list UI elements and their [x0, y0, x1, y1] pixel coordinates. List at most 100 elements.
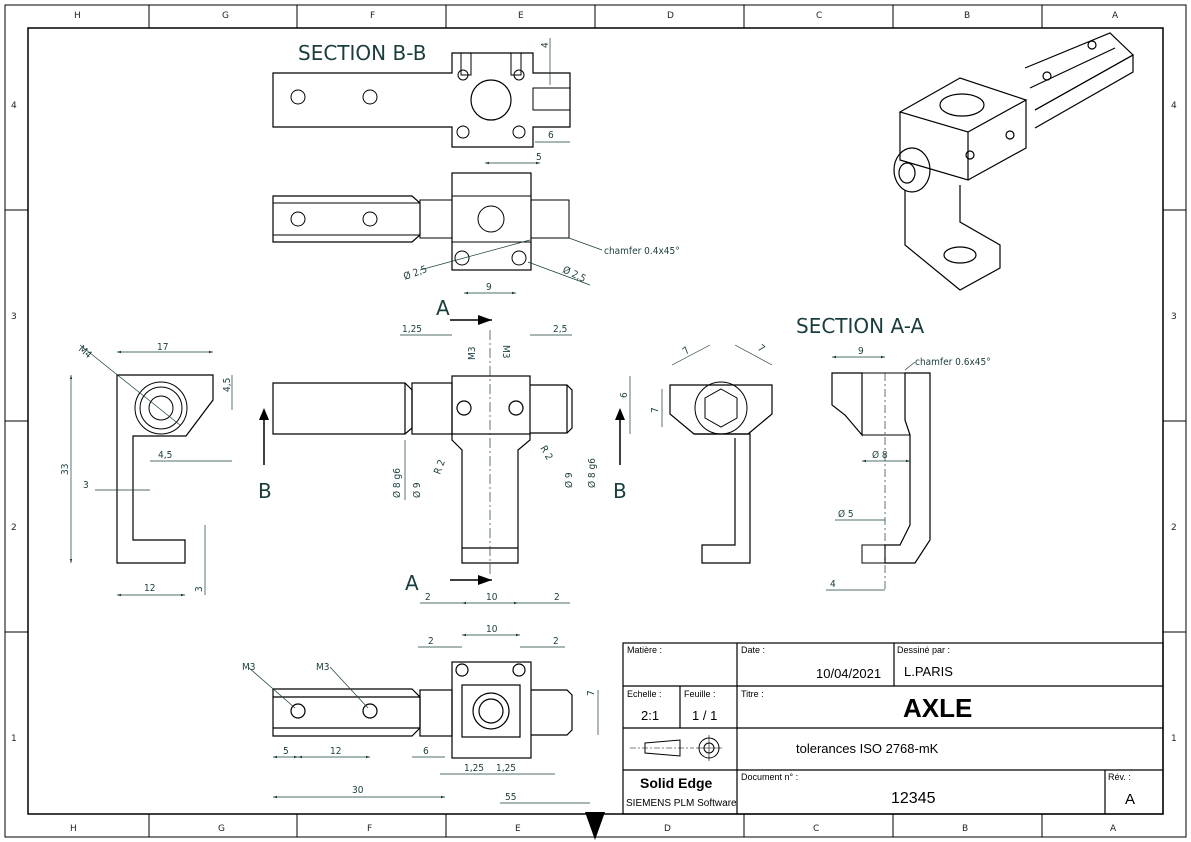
zone-col-f-top: F [370, 11, 375, 21]
zone-row-1-right: 1 [1171, 734, 1177, 744]
centering-mark-icon [585, 812, 605, 840]
dim-9-section-aa: 9 [858, 346, 864, 357]
dim-125-bottom-a: 1,25 [464, 763, 484, 774]
zone-row-3-right: 3 [1171, 312, 1177, 322]
dim-phi9-left: Ø 9 [411, 482, 423, 498]
dim-3-vertical: 3 [194, 586, 205, 592]
value-tolerances: tolerances ISO 2768-mK [796, 741, 939, 756]
label-rev: Rév. : [1108, 772, 1131, 782]
section-bb-title: SECTION B-B [298, 41, 426, 65]
dim-4-top: 4 [540, 42, 551, 48]
zone-col-e-bottom: E [515, 824, 521, 834]
zone-col-c-bottom: C [813, 824, 819, 834]
zone-col-b-top: B [964, 11, 970, 21]
label-document: Document n° : [741, 772, 798, 782]
dim-2-front-right: 2 [554, 592, 560, 603]
label-feuille: Feuille : [684, 689, 716, 699]
dim-45-horizontal: 4,5 [158, 450, 172, 461]
dim-25-front: 2,5 [553, 324, 567, 335]
zone-row-2-right: 2 [1171, 523, 1177, 533]
note-chamfer-large: chamfer 0.6x45° [915, 357, 991, 368]
value-date: 10/04/2021 [816, 666, 881, 681]
zone-col-g-bottom: G [218, 824, 225, 834]
label-date: Date : [741, 645, 765, 655]
top-view: 5 chamfer 0.4x45° Ø 2,5 Ø 2,5 [272, 152, 680, 286]
front-view: A A B B 9 1,25 2,5 6 [258, 282, 631, 605]
dim-5-top: 5 [536, 152, 542, 163]
dim-45-vertical: 4,5 [222, 378, 233, 392]
dim-30-bottom: 30 [352, 785, 364, 796]
value-dessine: L.PARIS [904, 664, 953, 679]
zone-col-g-top: G [222, 11, 229, 21]
dim-6-bb: 6 [548, 130, 554, 141]
note-phi25-left: Ø 2,5 [402, 263, 429, 283]
dim-6-bottom: 6 [423, 746, 429, 757]
note-r2-left: R 2 [432, 458, 447, 476]
value-feuille: 1 / 1 [692, 708, 717, 723]
dim-33: 33 [60, 464, 71, 475]
value-titre: AXLE [903, 693, 972, 723]
right-side-view: 7 7 7 [650, 343, 773, 564]
section-bb-view: SECTION B-B 4 6 [272, 38, 571, 148]
zone-col-a-top: A [1112, 11, 1119, 21]
value-rev: A [1125, 791, 1135, 808]
note-m3-front-b: M3 [500, 345, 511, 359]
dim-2-bottom-right: 2 [553, 636, 559, 647]
dim-phi8-section-aa: Ø 8 [872, 449, 888, 461]
zone-col-b-bottom: B [962, 824, 968, 834]
dim-phi9-right: Ø 9 [563, 472, 575, 488]
zone-row-4-right: 4 [1171, 101, 1177, 111]
dim-7-bottom: 7 [586, 690, 597, 696]
zone-col-a-bottom: A [1110, 824, 1117, 834]
zone-col-d-top: D [667, 11, 674, 21]
zone-col-c-top: C [816, 11, 822, 21]
projection-symbol-icon [630, 735, 722, 761]
dim-2-front-left: 2 [425, 592, 431, 603]
dim-phi8g6-left: Ø 8 g6 [391, 468, 403, 498]
note-m3-bottom-b: M3 [316, 662, 330, 673]
note-m3-bottom-a: M3 [242, 662, 256, 673]
dim-phi8g6-right: Ø 8 g6 [586, 458, 598, 488]
note-phi25-right: Ø 2,5 [561, 264, 588, 285]
dim-phi5-section-aa: Ø 5 [838, 508, 854, 520]
label-titre: Titre : [741, 689, 764, 699]
dim-17: 17 [157, 342, 168, 353]
dim-12-bottom: 12 [330, 746, 341, 757]
section-aa-title: SECTION A-A [796, 314, 924, 338]
zone-row-1-left: 1 [11, 734, 17, 744]
zone-col-d-bottom: D [664, 824, 671, 834]
zone-row-4-left: 4 [11, 101, 17, 111]
left-side-view: M4 17 4,5 4,5 33 3 3 12 [60, 342, 233, 597]
label-echelle: Echelle : [627, 689, 662, 699]
label-matiere: Matière : [627, 645, 662, 655]
cut-b-left-label: B [258, 479, 272, 503]
dim-7-right-b: 7 [755, 343, 766, 355]
zone-col-f-bottom: F [367, 824, 372, 834]
brand-subtitle: SIEMENS PLM Software [626, 798, 737, 809]
zone-col-e-top: E [518, 11, 524, 21]
dim-125-front: 1,25 [402, 324, 422, 335]
label-dessine: Dessiné par : [897, 645, 950, 655]
dim-10-front: 10 [486, 592, 498, 603]
note-chamfer-small: chamfer 0.4x45° [604, 246, 680, 257]
dim-4-section-aa: 4 [830, 579, 836, 590]
note-m3-front-a: M3 [467, 347, 478, 361]
dim-12: 12 [144, 583, 155, 594]
dim-3-horizontal: 3 [83, 480, 89, 491]
cut-a-bottom-label: A [405, 571, 419, 595]
zone-col-h-bottom: H [70, 824, 77, 834]
zone-row-3-left: 3 [11, 312, 17, 322]
dim-55-bottom: 55 [505, 792, 516, 803]
zone-col-h-top: H [74, 11, 81, 21]
cut-a-top-label: A [436, 296, 450, 320]
dim-7-right-c: 7 [650, 407, 661, 413]
value-echelle: 2:1 [641, 708, 659, 723]
note-m4: M4 [76, 344, 94, 361]
dim-9-front: 9 [486, 282, 492, 293]
title-block: Matière : Date : 10/04/2021 Dessiné par … [622, 642, 1164, 815]
sheet-frame: H G F E D C B A H G F E D C B A 4 3 2 1 … [4, 4, 1187, 840]
dim-125-bottom-b: 1,25 [496, 763, 516, 774]
bottom-view: M3 M3 2 10 2 7 5 12 6 1,25 1,25 30 55 [242, 624, 599, 804]
zone-row-2-left: 2 [11, 523, 17, 533]
isometric-view [893, 32, 1135, 291]
